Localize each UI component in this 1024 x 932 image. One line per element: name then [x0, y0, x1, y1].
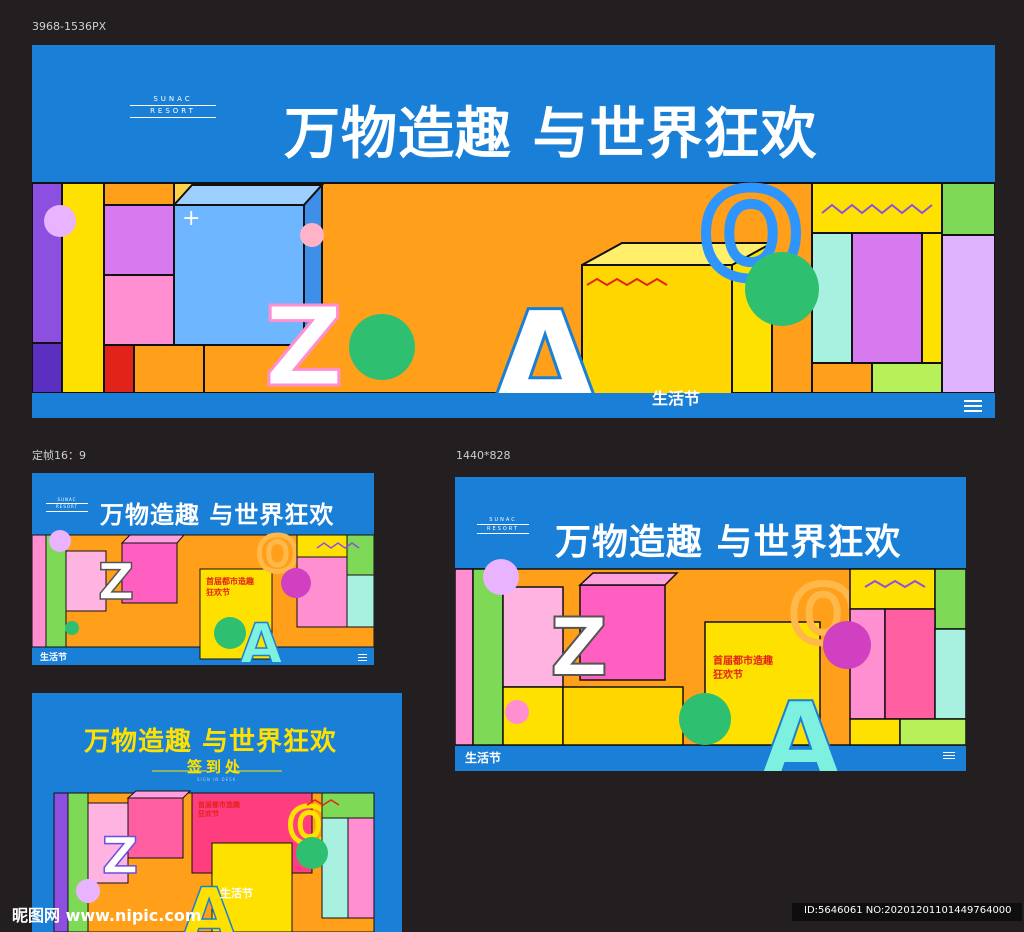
- box-text-line-1: 首届都市造趣: [206, 577, 254, 586]
- banner-small-box-text: 首届都市造趣 狂欢节: [206, 577, 254, 599]
- svg-text:Z: Z: [102, 827, 138, 885]
- banner-large-logo: 生活节: [652, 389, 701, 408]
- banner-small-brand: SUNAC RESORT: [46, 497, 88, 512]
- watermark-id: ID:5646061 NO:20201201101449764000: [804, 905, 1012, 916]
- banner-medium-box-text: 首届都市造趣 狂欢节: [713, 655, 773, 682]
- size-label: 3968-1536PX: [32, 20, 107, 33]
- box-text-line-2: 狂欢节: [206, 587, 230, 597]
- brand-line-1: SUNAC: [489, 517, 517, 523]
- svg-text:A: A: [182, 873, 236, 932]
- signin-text: 签到处: [187, 758, 245, 776]
- svg-text:A: A: [760, 680, 841, 771]
- banner-small-title: 万物造趣 与世界狂欢: [100, 501, 335, 529]
- box-text-line-2: 狂欢节: [198, 810, 219, 819]
- box-text-line-1: 首届都市造趣: [713, 656, 773, 667]
- signin-sub: SIGN IN DESK: [197, 777, 237, 782]
- menu-icon: [943, 752, 955, 761]
- svg-text:A: A: [240, 612, 283, 665]
- box-text-line-1: 首届都市造趣: [198, 801, 240, 809]
- banner-large-brand: SUNAC RESORT: [130, 94, 216, 119]
- banner-medium-art: Z A O: [455, 559, 966, 771]
- menu-icon: [964, 400, 982, 415]
- banner-signin-logo: 生活节: [220, 887, 253, 900]
- banner-small: Z A O 万物造趣 与世界狂欢 SUNAC RESORT 首届都市造趣 狂欢节…: [32, 473, 374, 665]
- banner-signin: Z A O 万物造趣 与世界狂欢 签到处 SIGN IN DESK 首届都市造趣…: [32, 693, 402, 932]
- banner-signin-title: 万物造趣 与世界狂欢: [84, 727, 338, 757]
- banner-signin-box-text: 首届都市造趣 狂欢节: [198, 801, 240, 820]
- svg-text:+: +: [182, 206, 200, 231]
- brand-line-2: RESORT: [130, 105, 216, 119]
- banner-medium-title: 万物造趣 与世界狂欢: [555, 522, 902, 563]
- svg-text:Z: Z: [98, 553, 134, 611]
- banner-small-logo: 生活节: [40, 653, 68, 663]
- ratio-label: 定帧16：9: [32, 449, 86, 462]
- banner-medium-logo: 生活节: [465, 751, 502, 765]
- brand-line-2: RESORT: [477, 524, 529, 534]
- banner-medium-brand: SUNAC RESORT: [477, 516, 529, 534]
- svg-text:Z: Z: [264, 283, 344, 411]
- brand-line-2: RESORT: [46, 503, 88, 512]
- banner-signin-art: Z A O: [53, 770, 375, 932]
- menu-icon: [358, 654, 367, 663]
- box-text-line-2: 狂欢节: [713, 669, 743, 681]
- banner-medium: Z A O 万物造趣 与世界狂欢 SUNAC RESORT 首届都市造趣 狂欢节…: [455, 477, 966, 771]
- svg-text:Z: Z: [550, 601, 608, 694]
- watermark-site: 昵图网 www.nipic.com: [12, 906, 202, 925]
- banner-large: + Z A O 万物造趣 与世界狂欢 SUNAC RESORT 生活节: [32, 45, 995, 418]
- watermark-id-bg: [792, 903, 1022, 921]
- banner-large-title: 万物造趣 与世界狂欢: [284, 102, 818, 167]
- resolution-label: 1440*828: [456, 449, 511, 462]
- banner-large-art: + Z A O: [32, 162, 995, 418]
- brand-line-1: SUNAC: [57, 497, 77, 502]
- brand-line-1: SUNAC: [153, 95, 193, 103]
- banner-small-art: Z A O: [32, 525, 374, 665]
